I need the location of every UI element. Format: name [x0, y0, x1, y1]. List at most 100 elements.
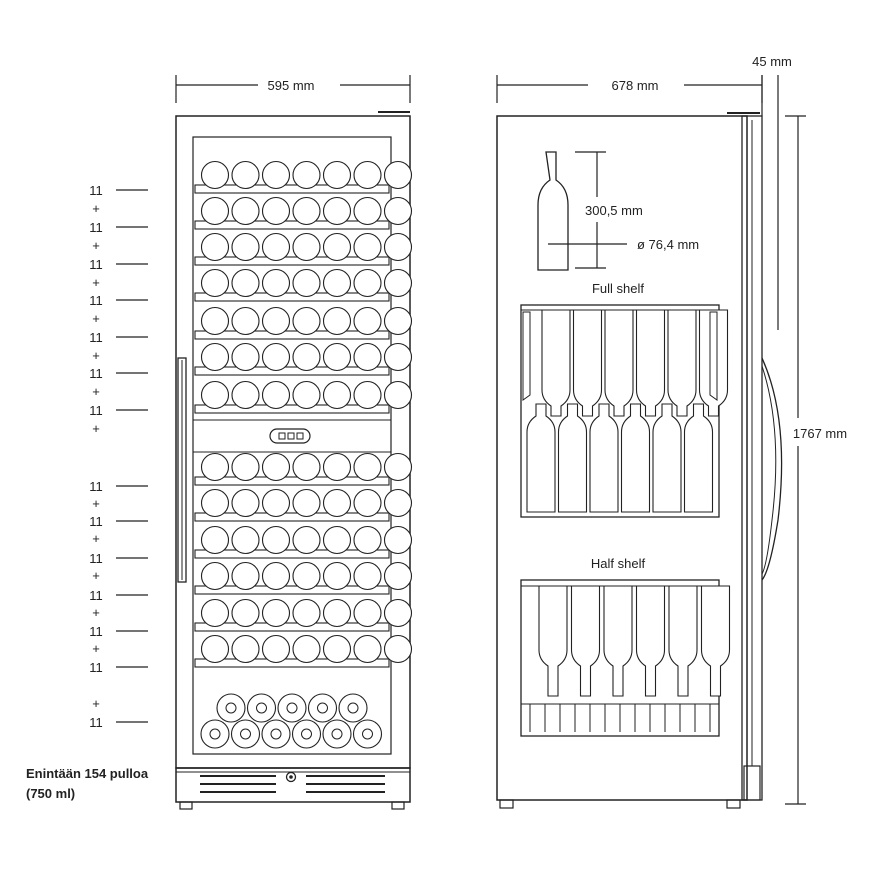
front-bottle — [231, 232, 260, 262]
plus-sign: + — [92, 421, 100, 436]
front-bottle — [200, 268, 230, 298]
front-bottle — [216, 693, 246, 723]
door-handle — [177, 357, 187, 583]
front-bottle — [292, 306, 321, 336]
shelf-bottle — [572, 309, 603, 417]
front-bottle — [261, 196, 291, 226]
front-shelf — [194, 476, 390, 486]
front-bottle — [261, 160, 291, 190]
front-bottle — [292, 634, 321, 664]
front-bottle — [261, 452, 291, 482]
shelf-bottle — [667, 309, 697, 417]
shelf-count: 11 — [89, 403, 103, 418]
front-bottle — [383, 306, 413, 336]
shelf-bottle — [635, 309, 666, 417]
front-bottle — [322, 719, 352, 749]
plus-sign: + — [92, 348, 100, 363]
shelf-bottle — [700, 585, 731, 697]
half-shelf-drawing — [520, 579, 731, 737]
plus-sign: + — [92, 568, 100, 583]
front-bottle — [353, 196, 382, 226]
front-bottle — [322, 488, 352, 518]
side-depth-dimension: 678 mm — [496, 75, 763, 103]
front-bottle — [353, 561, 382, 591]
front-bottle — [383, 488, 413, 518]
front-bottle — [292, 342, 321, 372]
shelf-bottle — [604, 309, 634, 417]
front-bottle — [200, 525, 230, 555]
front-bottle — [261, 306, 291, 336]
front-bottle — [200, 160, 230, 190]
plus-sign: + — [92, 696, 100, 711]
front-bottle — [322, 452, 352, 482]
shelf-bottle — [603, 585, 633, 697]
full-shelf-label: Full shelf — [592, 281, 644, 296]
front-bottle — [383, 232, 413, 262]
front-bottle — [200, 196, 230, 226]
front-bottle — [353, 452, 382, 482]
front-bottle — [383, 598, 413, 628]
front-bottle — [261, 342, 291, 372]
front-bottle — [353, 634, 382, 664]
front-bottle — [292, 232, 321, 262]
front-bottle — [200, 719, 230, 749]
bottle-punt — [209, 728, 221, 740]
front-bottle — [246, 693, 277, 723]
front-shelf — [194, 512, 390, 522]
front-shelf — [194, 658, 390, 668]
front-bottle — [292, 380, 321, 410]
front-bottle — [277, 693, 307, 723]
front-bottle — [383, 160, 413, 190]
front-bottle — [307, 693, 338, 723]
shelf-count: 11 — [89, 220, 103, 235]
front-shelf — [194, 366, 390, 376]
front-bottle — [231, 380, 260, 410]
shelf-bottle — [526, 403, 556, 513]
front-bottle — [200, 634, 230, 664]
bottle-punt — [317, 702, 328, 714]
shelf-counts: 11+11+11+11+11+11+11+11+11+11+11+11+11+1… — [89, 183, 148, 730]
front-bottle — [231, 561, 260, 591]
front-bottle — [231, 160, 260, 190]
front-bottle — [292, 598, 321, 628]
door-depth-dimension: 45 mm — [752, 54, 792, 330]
bottle-dimension-drawing: 300,5 mm ø 76,4 mm — [537, 151, 699, 271]
plus-sign: + — [92, 238, 100, 253]
front-bottle — [261, 719, 291, 749]
front-shelves — [194, 184, 390, 668]
shelf-count: 11 — [89, 660, 103, 675]
front-view — [175, 111, 413, 810]
front-bottle — [383, 525, 413, 555]
front-bottle — [322, 525, 352, 555]
front-bottle — [261, 268, 291, 298]
front-shelf — [194, 404, 390, 414]
front-width-label: 595 mm — [268, 78, 315, 93]
front-bottle — [231, 268, 260, 298]
base-grille — [175, 767, 411, 810]
front-bottle — [292, 525, 321, 555]
front-bottle — [200, 342, 230, 372]
front-bottle — [261, 380, 291, 410]
front-bottle — [200, 232, 230, 262]
front-bottle — [353, 268, 382, 298]
shelf-count: 11 — [89, 257, 103, 272]
front-bottle — [231, 306, 260, 336]
front-shelf — [194, 585, 390, 595]
front-bottle — [322, 342, 352, 372]
front-bottle — [322, 598, 352, 628]
plus-sign: + — [92, 384, 100, 399]
front-bottle — [322, 306, 352, 336]
plus-sign: + — [92, 311, 100, 326]
front-bottle — [292, 561, 321, 591]
shelf-count: 11 — [89, 366, 103, 381]
shelf-bottle — [620, 403, 651, 513]
plus-sign: + — [92, 531, 100, 546]
front-bottle — [200, 380, 230, 410]
front-bottle — [231, 452, 260, 482]
front-bottle — [322, 380, 352, 410]
front-bottle — [353, 232, 382, 262]
front-bottle — [383, 268, 413, 298]
front-bottle — [231, 196, 260, 226]
capacity-line-1: Enintään 154 pulloa — [26, 766, 149, 781]
